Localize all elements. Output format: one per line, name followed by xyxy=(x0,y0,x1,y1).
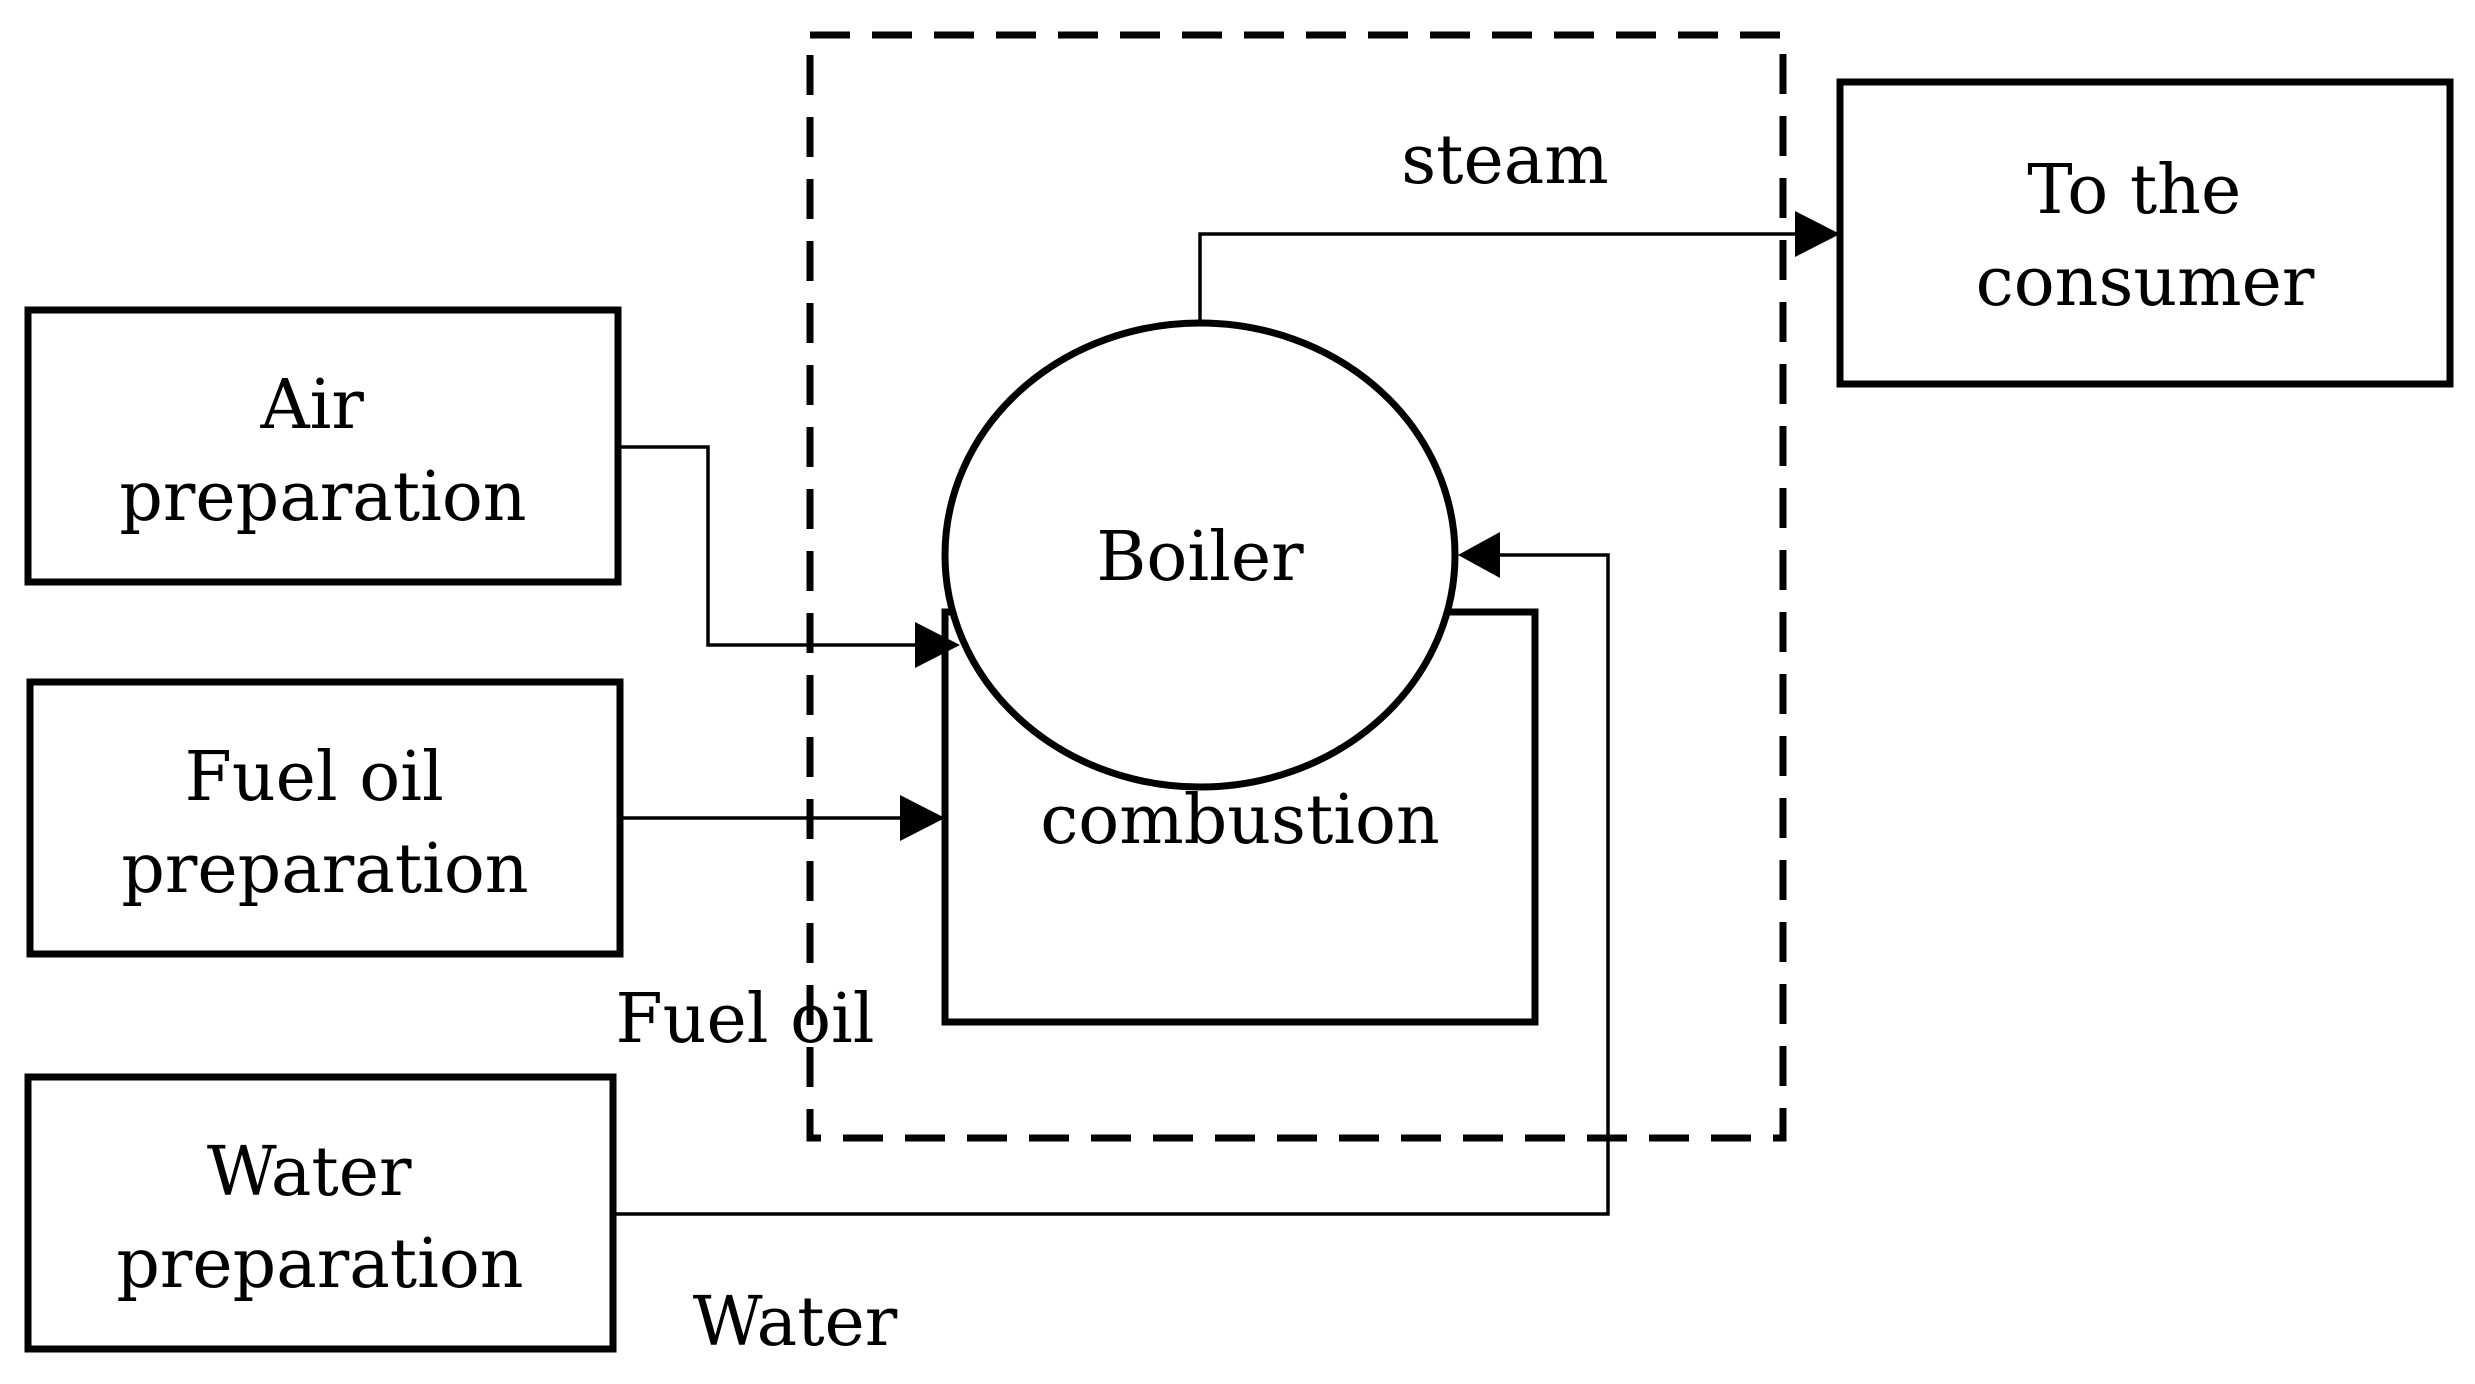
fuel-oil-preparation-label-line-1: Fuel oil xyxy=(185,738,444,817)
air-flow-arrowhead xyxy=(915,622,960,668)
fuel-oil-edge-label: Fuel oil xyxy=(615,980,874,1059)
combustion-label: combustion xyxy=(1040,781,1440,860)
system-boundary xyxy=(806,31,1787,1142)
air-preparation-box xyxy=(24,306,622,586)
steam-flow-arrowhead xyxy=(1795,211,1840,257)
boiler-label: Boiler xyxy=(1096,518,1304,597)
steam-edge-label: steam xyxy=(1401,121,1609,200)
consumer-label-line-2: consumer xyxy=(1976,243,2315,322)
water-flow-line xyxy=(613,553,1610,1216)
fuel-oil-flow-arrowhead xyxy=(900,795,945,841)
water-flow-arrowhead xyxy=(1458,532,1500,578)
water-edge-label: Water xyxy=(693,1283,898,1362)
water-preparation-label-line-1: Water xyxy=(207,1133,412,1212)
consumer-label: To the consumer xyxy=(1976,151,2315,322)
consumer-box xyxy=(1836,78,2454,388)
water-preparation-box xyxy=(24,1073,617,1353)
fuel-oil-preparation-label-line-2: preparation xyxy=(121,830,528,909)
fuel-oil-preparation-label: Fuel oil preparation xyxy=(121,738,528,909)
water-preparation-label: Water preparation xyxy=(116,1133,523,1304)
air-preparation-label: Air preparation xyxy=(119,366,526,537)
air-flow-line xyxy=(618,445,915,647)
consumer-label-line-1: To the xyxy=(2027,151,2241,230)
steam-flow-line xyxy=(1198,232,1795,323)
air-preparation-label-line-1: Air xyxy=(260,366,365,445)
air-preparation-label-line-2: preparation xyxy=(119,458,526,537)
water-preparation-label-line-2: preparation xyxy=(116,1225,523,1304)
fuel-oil-preparation-box xyxy=(26,678,624,958)
